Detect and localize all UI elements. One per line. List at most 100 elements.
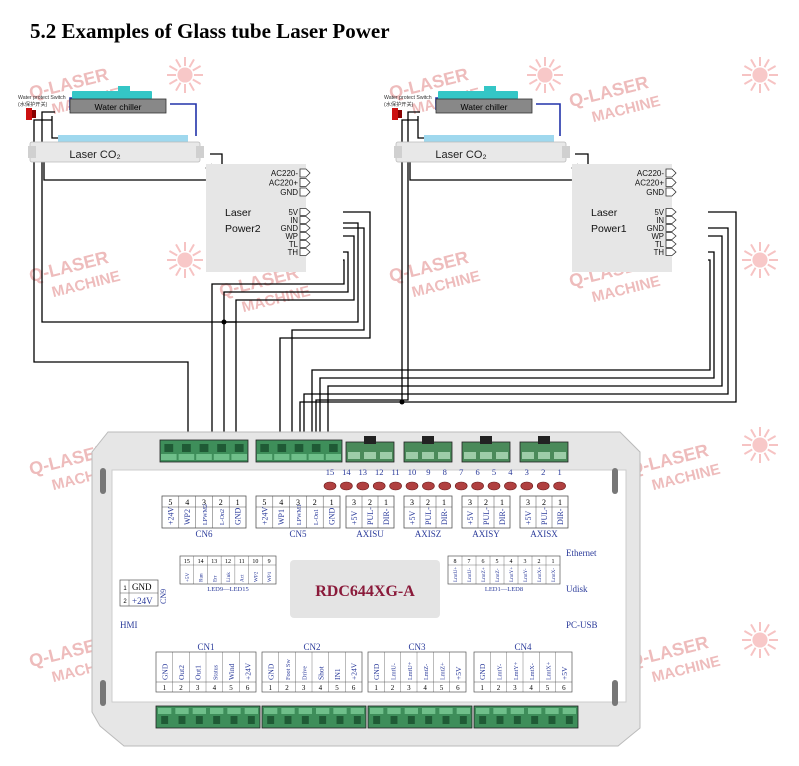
sun-ray	[188, 58, 195, 68]
tube-end-right	[196, 146, 204, 158]
terminal-screw	[164, 444, 174, 452]
power-name-line1: Laser	[591, 207, 618, 219]
terminal-slot	[528, 708, 542, 714]
sun-logo-icon	[527, 57, 563, 93]
pin-number: 4	[185, 498, 189, 507]
pin-label: +5V	[350, 510, 359, 525]
signal-pin-label: IN	[290, 216, 298, 225]
pin-slot	[554, 452, 566, 459]
sun-ray	[175, 58, 182, 68]
terminal-slot	[387, 708, 401, 714]
pin-number: 1	[500, 498, 504, 507]
led-indicator-icon	[454, 481, 468, 491]
sun-ray	[763, 58, 770, 68]
sun-ray	[767, 263, 777, 270]
wire-tube-anode-right	[409, 160, 600, 181]
pin-label: LmtZ-	[423, 664, 430, 680]
pin-label: Wind	[227, 663, 236, 680]
sun-ray	[192, 263, 202, 270]
pin-number: 3	[524, 559, 527, 565]
sun-ray	[763, 243, 770, 253]
sun-ray	[743, 435, 753, 442]
pin-label: Run	[199, 573, 205, 582]
led-indicator-icon	[405, 481, 419, 491]
signal-pin-label: TH	[654, 248, 664, 257]
pin-label: LmtX-	[551, 568, 557, 582]
terminal-screw	[513, 716, 521, 724]
sun-ray	[763, 82, 770, 92]
pin-label: +5V	[466, 510, 475, 525]
pin-slot	[348, 452, 360, 459]
signal-pin-label: GND	[647, 224, 665, 233]
pipe-left-b	[170, 103, 197, 136]
pin-label: L-On1	[314, 509, 320, 525]
power-name-line2: Power2	[225, 223, 261, 235]
signal-pin-connector	[665, 216, 677, 224]
terminal-screw	[329, 444, 338, 452]
terminal-screw	[182, 444, 191, 452]
pin-label: WP1	[267, 571, 273, 582]
power-name-line1: Laser	[225, 207, 252, 219]
ac-pin-label: AC220-	[271, 169, 298, 178]
cn6-terminal	[159, 439, 249, 463]
terminal-screw	[390, 716, 398, 724]
terminal-screw	[407, 716, 415, 724]
pin-number: 1	[269, 684, 273, 692]
cn3-terminal	[367, 705, 473, 729]
axisz-label-name: AXISZ	[415, 529, 442, 539]
sun-ray	[168, 250, 178, 257]
wire-in-left	[291, 227, 365, 450]
pin-label: +5V	[560, 666, 569, 680]
wire-tl-left	[223, 251, 349, 450]
chiller-body	[435, 98, 533, 114]
pin-number: 4	[529, 684, 533, 692]
udisk-label: Udisk	[566, 584, 588, 594]
terminal-screw	[213, 716, 221, 724]
led-indicator-icon	[372, 481, 386, 491]
pin-label: L-On2	[220, 509, 226, 525]
led-left-label-frame	[179, 555, 277, 585]
pin-number: 8	[454, 559, 457, 565]
pin-label: IN1	[333, 668, 342, 680]
pin-slot	[406, 452, 418, 459]
cn5-label-frame	[255, 495, 341, 529]
pin-slot	[538, 452, 550, 459]
pin-label: +5V	[408, 510, 417, 525]
pin-number: 6	[482, 559, 485, 565]
pin-number: 14	[198, 559, 204, 565]
mount-slot-icon	[612, 680, 618, 706]
led-indicator-icon	[471, 481, 484, 491]
pin-number: 4	[423, 684, 427, 692]
wire-5v-right	[299, 211, 737, 450]
mount-slot-icon	[100, 680, 106, 706]
terminal-slot	[316, 708, 330, 714]
led-left-label-caption: LED9—LED15	[207, 586, 249, 593]
pin-slot	[496, 452, 508, 459]
pin-label: Foot Sw	[285, 659, 292, 680]
pin-number: 6	[456, 684, 460, 692]
signal-pin-connector	[665, 232, 677, 240]
pin-label: Link	[226, 572, 232, 582]
pin-number: 5	[496, 559, 499, 565]
sun-ray	[743, 643, 753, 650]
sun-ray	[763, 452, 770, 462]
pin-label: Act	[240, 574, 246, 582]
wire-switch-tube-left	[51, 116, 62, 139]
led-number: 1	[557, 467, 561, 477]
wire-wp1-down	[401, 119, 418, 402]
pin-label: PUL-	[540, 507, 549, 525]
plug-latch	[422, 436, 434, 444]
led-number: 7	[459, 467, 463, 477]
led-indicator-icon	[536, 481, 550, 491]
pin-label: DIR-	[556, 508, 565, 525]
terminal-slot	[545, 708, 559, 714]
signal-pin-label: TL	[289, 240, 299, 249]
terminal-screw	[373, 716, 381, 724]
tube-end-left	[394, 146, 402, 158]
axisx-label-name: AXISX	[530, 529, 558, 539]
cn2-terminal-body	[261, 705, 367, 729]
terminal-slot	[175, 708, 189, 714]
